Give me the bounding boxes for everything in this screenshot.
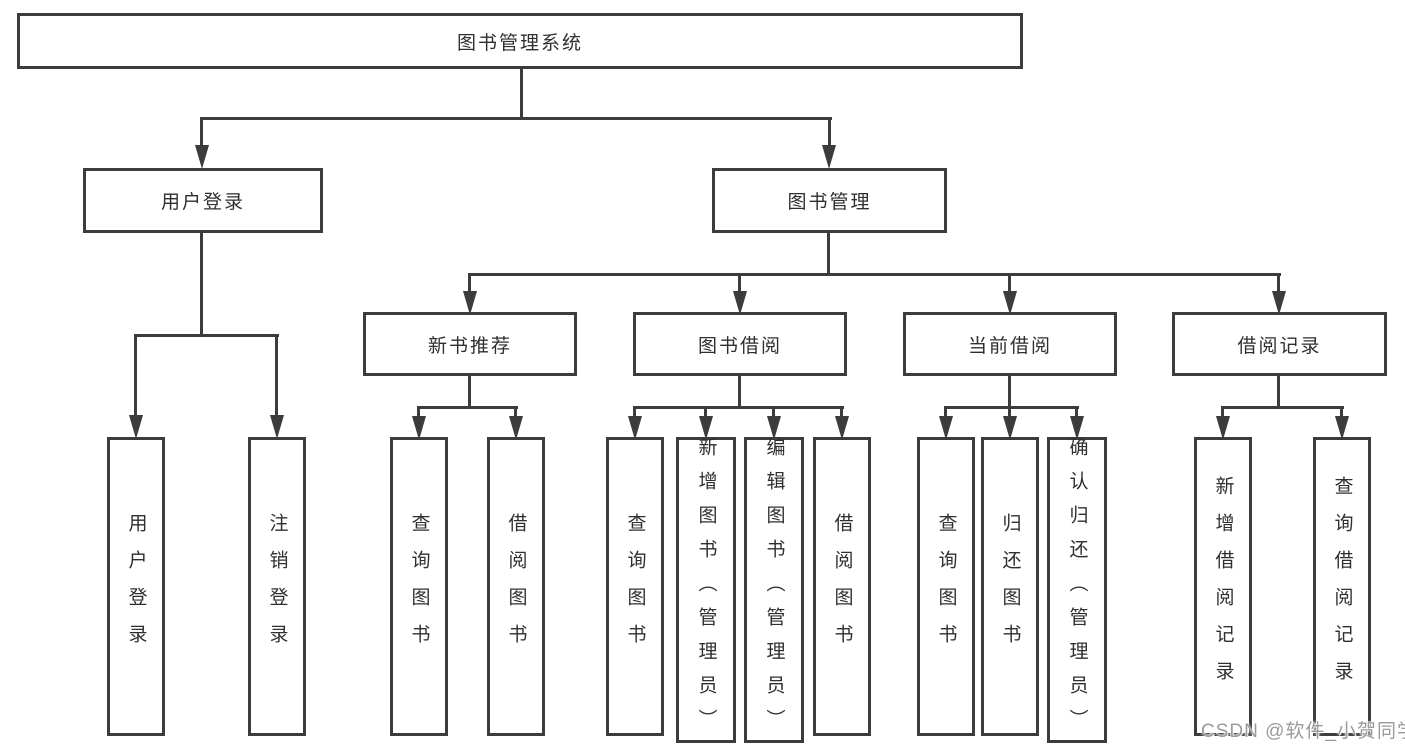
edge-group-stem [738,374,741,409]
edge-root-stem [520,66,523,119]
arrow-down-icon [270,415,284,439]
edge-drop-leaf [1075,406,1078,420]
arrow-down-icon [463,291,477,315]
leaf-edit-book-admin: 编辑图书（管理员） [744,437,804,743]
arrow-down-icon [195,145,209,169]
edge-drop-level3 [738,273,741,295]
leaf-label: 新增借阅记录 [1212,475,1234,698]
arrow-down-icon [1003,291,1017,315]
edge-drop-leaf [944,406,947,420]
leaf-query-borrow-record: 查询借阅记录 [1313,437,1371,736]
leaf-label: 借阅图书 [831,512,853,661]
leaf-query-books-borrow: 查询图书 [606,437,664,736]
node-label: 图书借阅 [697,335,782,357]
edge-drop-leaf [704,406,707,420]
edge-group-branch [1221,406,1344,409]
node-book-management: 图书管理 [712,168,947,233]
edge-book-management-stem [827,232,830,276]
edge-drop-leaf [1008,406,1011,420]
leaf-label: 归还图书 [999,512,1021,661]
edge-user-login-stem [200,232,203,337]
edge-drop-level3 [468,273,471,295]
node-current-borrowing: 当前借阅 [903,312,1117,376]
edge-root-branch [201,117,832,120]
leaf-query-books-recommend: 查询图书 [390,437,448,736]
leaf-label: 编辑图书（管理员） [763,437,785,743]
arrow-down-icon [509,416,523,440]
arrow-down-icon [129,415,143,439]
edge-group-branch [633,406,844,409]
leaf-label: 查询借阅记录 [1331,475,1353,698]
arrow-down-icon [628,416,642,440]
edge-drop-level3 [1277,273,1280,295]
node-label: 图书管理 [787,192,872,213]
leaf-label: 用户登录 [125,512,147,661]
edge-group-stem [1008,374,1011,409]
leaf-confirm-return-admin: 确认归还（管理员） [1047,437,1107,743]
node-user-login: 用户登录 [83,168,323,233]
leaf-add-book-admin: 新增图书（管理员） [676,437,736,743]
arrow-down-icon [1272,291,1286,315]
arrow-down-icon [1003,416,1017,440]
edge-drop-leaf [633,406,636,420]
edge-drop-leaf [1340,406,1343,420]
edge-group-branch [417,406,518,409]
leaf-label: 查询图书 [935,512,957,661]
leaf-label: 注销登录 [266,512,288,661]
edge-drop-leaf [134,334,137,418]
leaf-user-login: 用户登录 [107,437,165,736]
arrow-down-icon [835,416,849,440]
leaf-label: 新增图书（管理员） [695,437,717,743]
node-book-borrowing: 图书借阅 [633,312,847,376]
leaf-label: 查询图书 [624,512,646,661]
leaf-return-book: 归还图书 [981,437,1039,736]
leaf-borrow-books: 借阅图书 [813,437,871,736]
edge-drop-leaf [417,406,420,420]
arrow-down-icon [767,416,781,440]
arrow-down-icon [1070,416,1084,440]
arrow-down-icon [733,291,747,315]
edge-drop-leaf [275,334,278,418]
edge-drop-leaf [840,406,843,420]
node-new-book-recommendation: 新书推荐 [363,312,577,376]
leaf-label: 确认归还（管理员） [1066,437,1088,743]
edge-drop-level3 [1008,273,1011,295]
leaf-logout: 注销登录 [248,437,306,736]
node-label: 新书推荐 [427,335,512,357]
node-label: 图书管理系统 [456,32,583,54]
arrow-down-icon [822,145,836,169]
edge-drop-leaf [514,406,517,420]
edge-drop-leaf [772,406,775,420]
leaf-add-borrow-record: 新增借阅记录 [1194,437,1252,736]
arrow-down-icon [1216,416,1230,440]
arrow-down-icon [1335,416,1349,440]
csdn-watermark: CSDN @软件_小贺同学 [1201,721,1405,742]
edge-drop-book-management [828,117,831,149]
edge-drop-leaf [1221,406,1224,420]
leaf-borrow-books-recommend: 借阅图书 [487,437,545,736]
node-label: 用户登录 [160,192,245,213]
arrow-down-icon [699,416,713,440]
node-label: 当前借阅 [967,335,1052,357]
arrow-down-icon [412,416,426,440]
arrow-down-icon [939,416,953,440]
node-library-management-system: 图书管理系统 [17,13,1023,69]
leaf-query-books-current: 查询图书 [917,437,975,736]
leaf-label: 查询图书 [408,512,430,661]
edge-group-branch [944,406,1079,409]
edge-drop-user-login [200,117,203,149]
node-label: 借阅记录 [1237,335,1322,357]
edge-user-login-branch [134,334,279,337]
edge-group-stem [1277,374,1280,409]
node-borrowing-records: 借阅记录 [1172,312,1387,376]
edge-group-stem [468,374,471,409]
edge-book-management-branch [468,273,1281,276]
leaf-label: 借阅图书 [505,512,527,661]
